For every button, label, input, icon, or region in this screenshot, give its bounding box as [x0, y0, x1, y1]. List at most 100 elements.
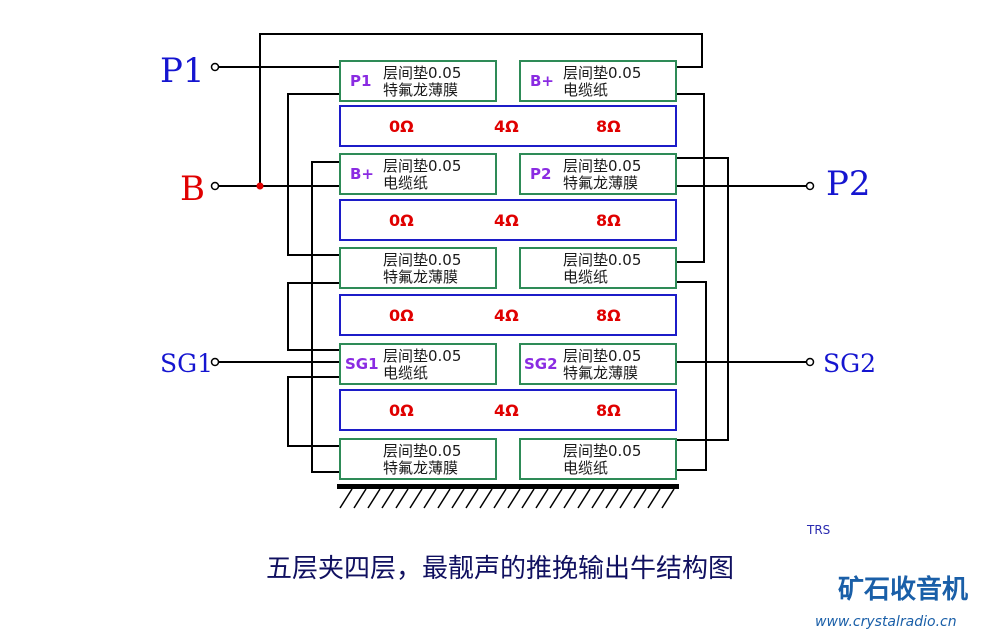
coil-material-text: 电缆纸	[383, 364, 428, 382]
coil-tag: SG2	[524, 355, 558, 373]
hatch-mark	[339, 488, 353, 509]
hatch-mark	[507, 488, 521, 509]
terminal-sg1-label: SG1	[160, 349, 213, 378]
primary-row-1: P1 层间垫0.05 特氟龙薄膜 B+ 层间垫0.05 电缆纸	[339, 60, 677, 102]
tap-4-ohm: 4Ω	[494, 401, 519, 420]
wire-l3-sg1	[287, 282, 340, 351]
hatch-mark	[381, 488, 395, 509]
terminal-b: B	[180, 169, 220, 209]
hatch-mark	[437, 488, 451, 509]
hatch-mark	[535, 488, 549, 509]
hatch-mark	[465, 488, 479, 509]
coil-pad-text: 层间垫0.05	[563, 64, 641, 82]
coil-material-text: 电缆纸	[563, 459, 608, 477]
hatch-mark	[549, 488, 563, 509]
primary-coil-left-5: 层间垫0.05 特氟龙薄膜	[339, 438, 497, 480]
tap-8-ohm: 8Ω	[596, 401, 621, 420]
terminal-p2-label: P2	[826, 164, 871, 204]
site-watermark: 矿石收音机 www.crystalradio.cn	[815, 574, 968, 630]
secondary-row-1: 0Ω 4Ω 8Ω	[339, 105, 677, 147]
coil-material-text: 特氟龙薄膜	[383, 268, 458, 286]
coil-pad-text: 层间垫0.05	[563, 157, 641, 175]
junction-dot	[256, 182, 264, 190]
tap-0-ohm: 0Ω	[389, 306, 414, 325]
coil-pad-text: 层间垫0.05	[383, 64, 461, 82]
hatch-mark	[577, 488, 591, 509]
coil-tag: P2	[530, 165, 551, 183]
hatch-mark	[423, 488, 437, 509]
coil-material-text: 电缆纸	[563, 268, 608, 286]
terminal-sg1-node	[210, 357, 220, 367]
coil-material-text: 特氟龙薄膜	[383, 81, 458, 99]
wire-sg1-l5	[287, 376, 340, 447]
tap-0-ohm: 0Ω	[389, 117, 414, 136]
secondary-row-2: 0Ω 4Ω 8Ω	[339, 199, 677, 241]
hatch-mark	[605, 488, 619, 509]
watermark-name: 矿石收音机	[838, 574, 968, 605]
hatch-mark	[353, 488, 367, 509]
signature-text: TRS	[806, 523, 830, 537]
hatch-mark	[647, 488, 661, 509]
coil-tag: B+	[350, 165, 374, 183]
hatch-mark	[493, 488, 507, 509]
watermark-url: www.crystalradio.cn	[815, 614, 957, 630]
coil-material-text: 电缆纸	[563, 81, 608, 99]
hatch-mark	[521, 488, 535, 509]
tap-4-ohm: 4Ω	[494, 306, 519, 325]
hatch-mark	[479, 488, 493, 509]
wiring	[215, 33, 810, 473]
primary-coil-left-2: B+ 层间垫0.05 电缆纸	[339, 153, 497, 195]
hatch-mark	[409, 488, 423, 509]
terminal-p1-label: P1	[160, 51, 205, 91]
hatch-mark	[563, 488, 577, 509]
coil-pad-text: 层间垫0.05	[383, 347, 461, 365]
primary-coil-right-4: SG2 层间垫0.05 特氟龙薄膜	[519, 343, 677, 385]
hatch-mark	[591, 488, 605, 509]
tap-4-ohm: 4Ω	[494, 211, 519, 230]
secondary-row-3: 0Ω 4Ω 8Ω	[339, 294, 677, 336]
primary-row-3: 层间垫0.05 特氟龙薄膜 层间垫0.05 电缆纸	[339, 247, 677, 289]
primary-coil-right-5: 层间垫0.05 电缆纸	[519, 438, 677, 480]
tap-8-ohm: 8Ω	[596, 211, 621, 230]
tap-4-ohm: 4Ω	[494, 117, 519, 136]
primary-coil-right-3: 层间垫0.05 电缆纸	[519, 247, 677, 289]
terminal-p2: P2	[805, 164, 871, 204]
coil-pad-text: 层间垫0.05	[563, 251, 641, 269]
coil-material-text: 特氟龙薄膜	[563, 364, 638, 382]
hatch-mark	[619, 488, 633, 509]
primary-coil-left-4: SG1 层间垫0.05 电缆纸	[339, 343, 497, 385]
coil-material-text: 特氟龙薄膜	[563, 174, 638, 192]
secondary-row-4: 0Ω 4Ω 8Ω	[339, 389, 677, 431]
terminal-sg2-node	[805, 357, 815, 367]
tap-0-ohm: 0Ω	[389, 401, 414, 420]
terminal-p1-node	[210, 62, 220, 72]
core-base-hatch	[337, 484, 679, 509]
diagram-caption: 五层夹四层，最靓声的推挽输出牛结构图	[266, 554, 734, 584]
coil-tag: B+	[530, 72, 554, 90]
primary-coil-right-1: B+ 层间垫0.05 电缆纸	[519, 60, 677, 102]
primary-row-2: B+ 层间垫0.05 电缆纸 P2 层间垫0.05 特氟龙薄膜	[339, 153, 677, 195]
hatch-mark	[661, 488, 675, 509]
coil-pad-text: 层间垫0.05	[563, 347, 641, 365]
hatch-mark	[367, 488, 381, 509]
coil-pad-text: 层间垫0.05	[383, 251, 461, 269]
terminal-sg2-label: SG2	[823, 349, 876, 378]
primary-row-5: 层间垫0.05 特氟龙薄膜 层间垫0.05 电缆纸	[339, 438, 677, 480]
tap-0-ohm: 0Ω	[389, 211, 414, 230]
primary-coil-left-3: 层间垫0.05 特氟龙薄膜	[339, 247, 497, 289]
hatch-mark	[451, 488, 465, 509]
coil-material-text: 特氟龙薄膜	[383, 459, 458, 477]
terminal-sg2: SG2	[805, 349, 876, 378]
coil-pad-text: 层间垫0.05	[383, 157, 461, 175]
terminal-b-node	[210, 181, 220, 191]
wire-l1-l3	[287, 93, 340, 256]
wire-l2-l5	[311, 161, 340, 473]
coil-material-text: 电缆纸	[383, 174, 428, 192]
terminal-b-label: B	[180, 169, 205, 209]
wire-r1-r3	[676, 93, 705, 263]
coil-tag: P1	[350, 72, 371, 90]
wire-r2-r4	[676, 157, 729, 441]
wire-b-top-loop	[259, 33, 703, 186]
